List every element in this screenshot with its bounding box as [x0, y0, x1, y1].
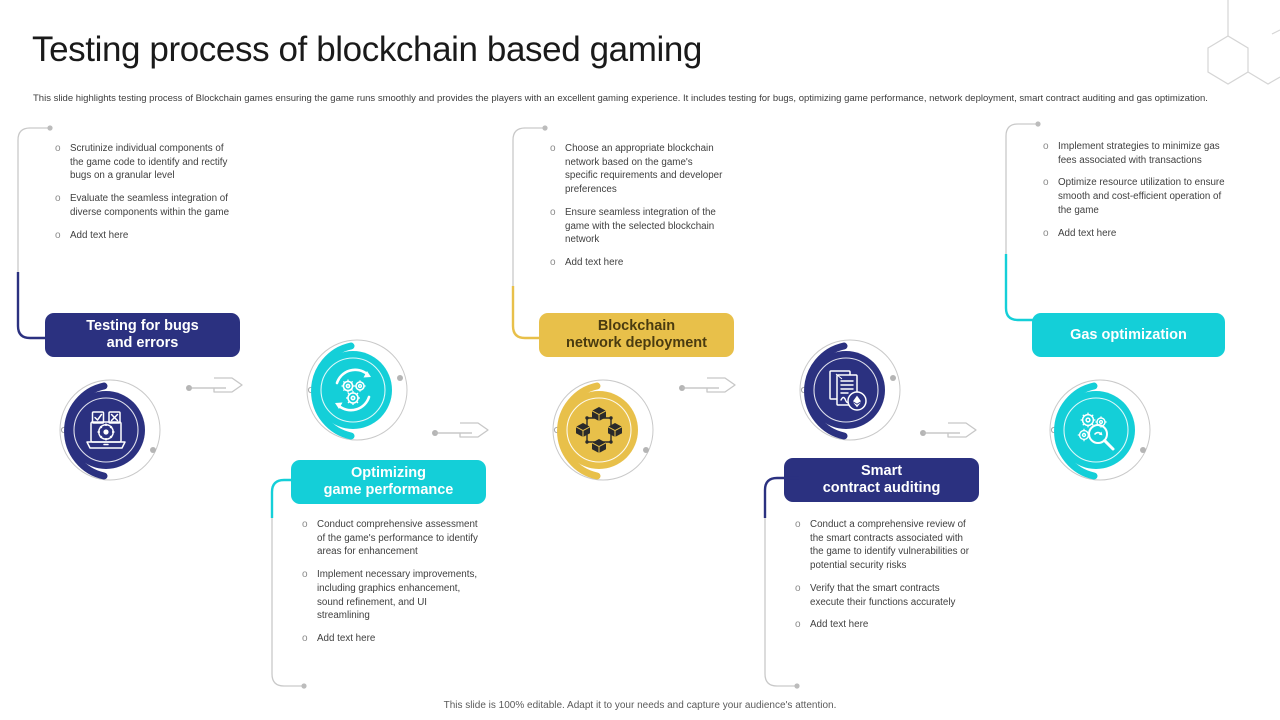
list-item: o Add text here	[1043, 227, 1233, 241]
list-item: o Verify that the smart contracts execut…	[795, 582, 973, 609]
bullet-marker: o	[302, 519, 308, 530]
bullet-marker: o	[795, 582, 801, 594]
step-label-line2: network deployment	[566, 335, 707, 351]
flow-arrow-4	[920, 418, 980, 442]
bullet-text: Optimize resource utilization to ensure …	[1058, 177, 1225, 216]
step-icon-medallion-1	[50, 378, 161, 484]
list-item: o Scrutinize individual components of th…	[55, 142, 230, 183]
list-item: o Add text here	[55, 229, 230, 243]
step-label-line2: game performance	[323, 482, 454, 498]
list-item: o Evaluate the seamless integration of d…	[55, 192, 230, 219]
step-icon-medallion-5	[1040, 378, 1151, 484]
bullet-marker: o	[550, 143, 556, 154]
step-label-blockchain-network-deployment[interactable]: Blockchain network deployment	[539, 313, 734, 357]
bullet-list-3: o Choose an appropriate blockchain netwo…	[550, 142, 728, 279]
bullet-marker: o	[795, 519, 801, 530]
bullet-list-2: o Conduct comprehensive assessment of th…	[302, 518, 480, 655]
list-item: o Conduct a comprehensive review of the …	[795, 518, 973, 573]
bullet-marker: o	[795, 619, 801, 631]
step-label-line1: Gas optimization	[1070, 326, 1187, 343]
footer-note: This slide is 100% editable. Adapt it to…	[443, 700, 837, 711]
bracket-frame-3	[509, 125, 548, 341]
step-label-line1: Testing for bugs	[86, 318, 199, 334]
list-item: o Add text here	[302, 632, 480, 646]
bullet-marker: o	[55, 193, 61, 205]
bullet-marker: o	[302, 569, 308, 581]
step-label-line2: and errors	[106, 335, 179, 351]
bullet-text: Conduct comprehensive assessment of the …	[317, 519, 478, 558]
step-label-line2: contract auditing	[822, 480, 941, 496]
step-label-line1: Smart	[860, 463, 903, 479]
bullet-text: Add text here	[565, 256, 624, 268]
step-label-optimizing-game-performance[interactable]: Optimizing game performance	[291, 460, 486, 504]
bullet-text: Scrutinize individual components of the …	[70, 143, 228, 182]
bracket-frame-2	[268, 478, 307, 690]
flow-arrow-3	[679, 373, 739, 397]
step-label-gas-optimization[interactable]: Gas optimization	[1032, 313, 1225, 357]
step-icon-medallion-2	[297, 338, 408, 444]
flow-arrow-2	[432, 418, 492, 442]
bullet-text: Add text here	[810, 619, 869, 631]
list-item: o Ensure seamless integration of the gam…	[550, 206, 728, 247]
bullet-text: Choose an appropriate blockchain network…	[565, 143, 723, 196]
bullet-text: Implement strategies to minimize gas fee…	[1058, 141, 1220, 166]
bullet-marker: o	[55, 229, 61, 241]
bullet-list-1: o Scrutinize individual components of th…	[55, 142, 230, 251]
bullet-text: Evaluate the seamless integration of div…	[70, 193, 230, 218]
bullet-marker: o	[302, 632, 308, 644]
step-icon-medallion-4	[790, 338, 901, 444]
bullet-text: Add text here	[317, 632, 376, 644]
list-item: o Add text here	[795, 618, 973, 632]
bullet-marker: o	[1043, 227, 1049, 239]
flow-arrow-1	[186, 373, 246, 397]
bullet-marker: o	[1043, 141, 1049, 152]
bullet-text: Ensure seamless integration of the game …	[565, 206, 716, 246]
bullet-marker: o	[550, 206, 556, 218]
step-icon-medallion-3	[543, 378, 654, 484]
bullet-marker: o	[55, 143, 61, 154]
list-item: o Implement strategies to minimize gas f…	[1043, 140, 1233, 167]
bracket-frame-1	[14, 125, 53, 341]
page-title: Testing process of blockchain based gami…	[32, 30, 702, 69]
bullet-text: Implement necessary improvements, includ…	[317, 569, 478, 622]
step-label-smart-contract-auditing[interactable]: Smart contract auditing	[784, 458, 979, 502]
step-label-line1: Optimizing	[351, 465, 426, 481]
bracket-frame-5	[1002, 121, 1041, 322]
list-item: o Choose an appropriate blockchain netwo…	[550, 142, 728, 197]
bullet-list-5: o Implement strategies to minimize gas f…	[1043, 140, 1233, 249]
step-label-line1: Blockchain	[597, 318, 676, 334]
list-item: o Add text here	[550, 256, 728, 270]
bullet-text: Verify that the smart contracts execute …	[810, 582, 956, 608]
bullet-text: Add text here	[70, 229, 129, 241]
list-item: o Conduct comprehensive assessment of th…	[302, 518, 480, 559]
bullet-text: Add text here	[1058, 227, 1117, 239]
bracket-frame-4	[761, 476, 800, 690]
hexagon-decoration	[1160, 0, 1280, 110]
step-label-testing-for-bugs-and-errors[interactable]: Testing for bugs and errors	[45, 313, 240, 357]
bullet-list-4: o Conduct a comprehensive review of the …	[795, 518, 973, 641]
bullet-marker: o	[1043, 177, 1049, 189]
page-subtitle: This slide highlights testing process of…	[33, 93, 1208, 104]
list-item: o Implement necessary improvements, incl…	[302, 568, 480, 623]
list-item: o Optimize resource utilization to ensur…	[1043, 176, 1233, 217]
bullet-marker: o	[550, 256, 556, 268]
bullet-text: Conduct a comprehensive review of the sm…	[810, 519, 970, 572]
